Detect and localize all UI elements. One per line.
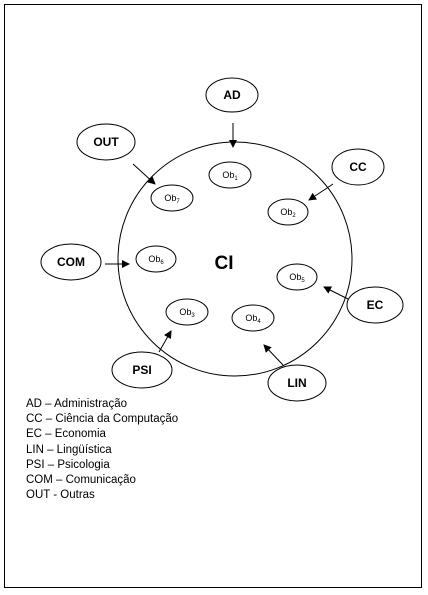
legend-item-out: OUT - Outras [26,489,95,502]
diagram-frame [4,4,422,588]
object-ob3-label: Ob3 [179,307,195,319]
object-ob3 [165,298,209,326]
discipline-com-label: COM [57,255,85,269]
discipline-out-label: OUT [93,135,119,149]
discipline-ad-label: AD [223,88,241,102]
object-ob1-label: Ob1 [222,170,238,182]
arrow-ec [323,286,349,300]
object-ob6-label: Ob6 [148,254,164,266]
discipline-cc [331,148,385,186]
discipline-psi [111,351,173,389]
arrow-lin [263,344,284,366]
arrow-psi [158,330,172,353]
discipline-out [76,123,136,161]
object-ob5 [276,263,318,291]
discipline-ad [205,77,259,113]
legend-item-ad: AD – Administração [26,398,127,410]
legend: AD – Administração CC – Ciência da Compu… [26,397,178,503]
discipline-com [40,243,102,281]
ci-label: CI [215,253,234,274]
discipline-cc-label: CC [349,160,367,174]
object-ob7 [150,184,194,212]
legend-item-psi: PSI – Psicologia [26,458,110,471]
arrow-cc [308,183,334,201]
legend-item-lin: LIN – Lingüística [26,443,112,456]
discipline-ec [346,286,404,324]
object-ob2-label: Ob2 [280,207,296,219]
object-ob5-label: Ob5 [289,272,305,284]
discipline-lin [267,364,327,402]
legend-item-ec: EC – Economia [26,428,106,441]
legend-item-cc: CC – Ciência da Computação [26,413,179,426]
legend-item-com: COM – Comunicação [26,474,136,487]
object-ob6 [135,245,177,273]
arrow-out [132,163,156,185]
discipline-psi-label: PSI [132,363,151,377]
object-ob2 [267,198,309,226]
object-ob4 [231,304,275,332]
object-ob1 [208,161,252,189]
discipline-ec-label: EC [367,298,384,312]
discipline-lin-label: LIN [287,376,306,390]
object-ob7-label: Ob7 [164,193,180,205]
object-ob4-label: Ob4 [245,313,261,325]
